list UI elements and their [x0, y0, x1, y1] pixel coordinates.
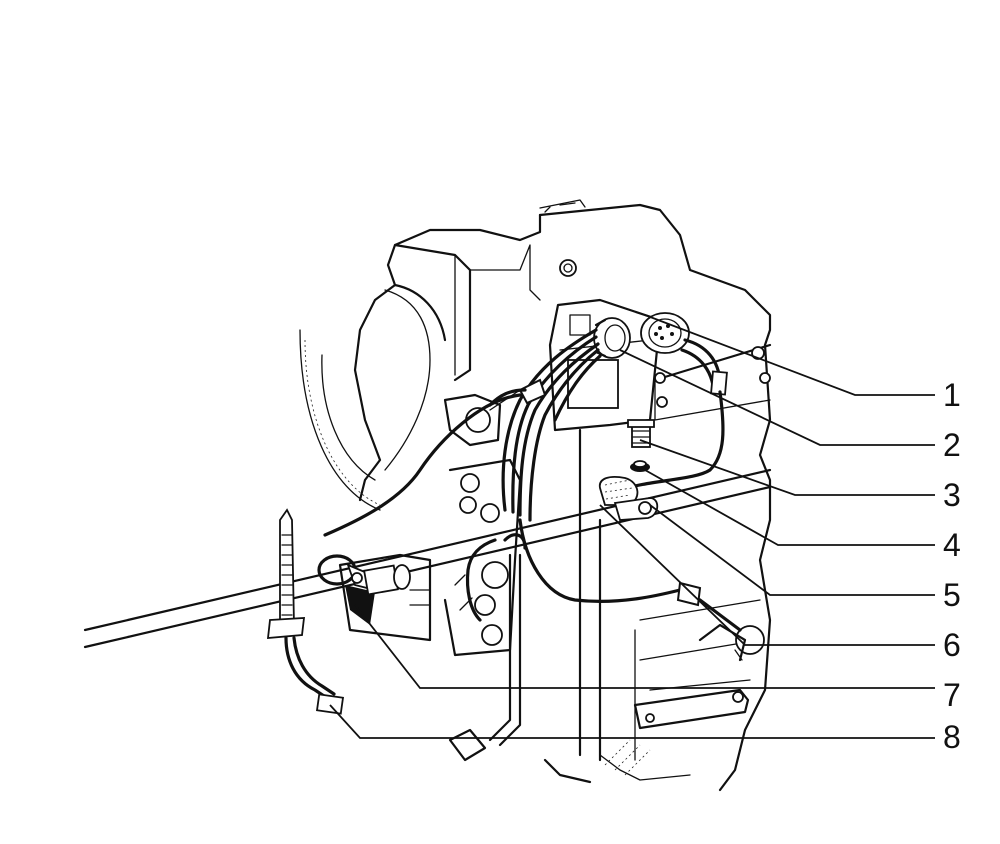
leader-lines: [329, 314, 935, 739]
callout-5: 5: [943, 577, 961, 613]
left-clamp: [317, 554, 411, 625]
callout-labels: 1 2 3 4 5 6 7 8: [943, 377, 961, 755]
callout-6: 6: [943, 627, 961, 663]
callout-1: 1: [943, 377, 961, 413]
callout-7: 7: [943, 677, 961, 713]
callout-3: 3: [943, 477, 961, 513]
p-clamp-assembly: [598, 419, 659, 521]
callout-8: 8: [943, 719, 961, 755]
wire-harness: [323, 328, 742, 632]
transmission-housing: [299, 199, 772, 792]
cable-tie: [266, 508, 345, 715]
callout-4: 4: [943, 527, 961, 563]
callout-2: 2: [943, 427, 961, 463]
round-connector-2: [593, 317, 631, 359]
round-connector-1: [640, 312, 728, 396]
